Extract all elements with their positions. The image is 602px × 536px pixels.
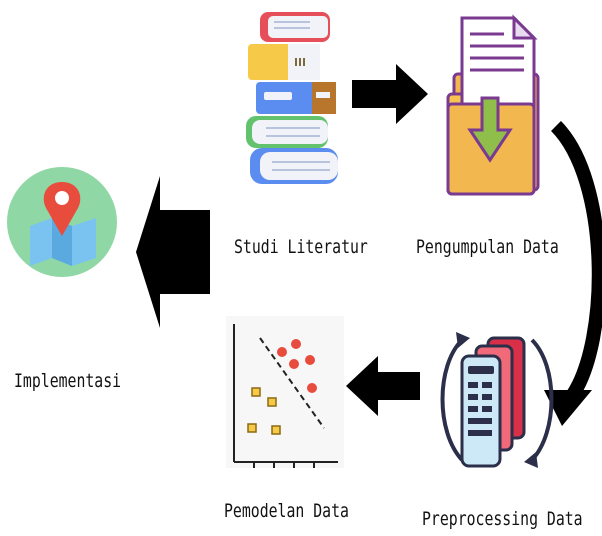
label-studi-literatur: Studi Literatur bbox=[234, 236, 368, 258]
scatter-plot-icon bbox=[226, 316, 344, 468]
phone-cards-cycle-icon bbox=[440, 332, 554, 468]
label-preprocessing-data: Preprocessing Data bbox=[422, 508, 583, 530]
books-icon bbox=[246, 12, 338, 184]
map-pin-icon bbox=[7, 167, 117, 277]
arrow-left-big bbox=[136, 176, 210, 328]
label-pemodelan-data: Pemodelan Data bbox=[224, 500, 349, 522]
folder-download-icon bbox=[446, 14, 540, 196]
arrow-curved-right bbox=[544, 121, 602, 426]
label-pengumpulan-data: Pengumpulan Data bbox=[416, 236, 559, 258]
arrow-right-top bbox=[352, 64, 428, 124]
arrow-left-bottom bbox=[346, 356, 420, 416]
label-implementasi: Implementasi bbox=[14, 370, 122, 392]
